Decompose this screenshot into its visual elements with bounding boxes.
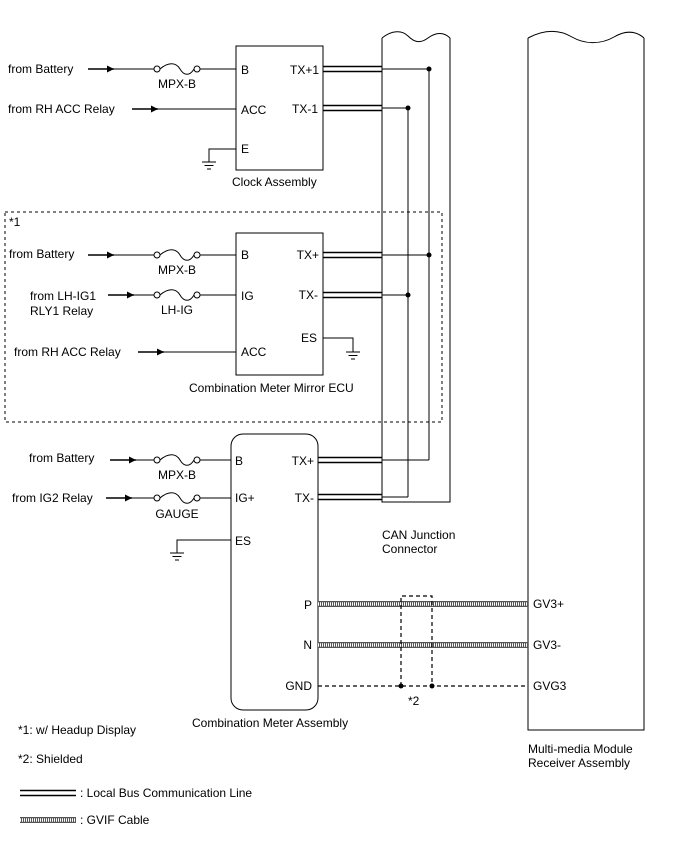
- shield-marker: [398, 595, 435, 689]
- receiver-pin-gv3-minus: GV3-: [533, 638, 561, 652]
- fuse-icon: [153, 249, 201, 261]
- fuse-label-lh-ig: LH-IG: [161, 303, 193, 317]
- can-junction-label-line2: Connector: [382, 542, 437, 556]
- mirror-ecu-pin-b: B: [241, 248, 249, 262]
- receiver-label-line2: Receiver Assembly: [528, 756, 630, 770]
- fuse-label-mpx-b-1: MPX-B: [158, 77, 196, 91]
- legend-local-bus-label: : Local Bus Communication Line: [80, 786, 252, 800]
- clock-assembly-label: Clock Assembly: [232, 175, 317, 189]
- receiver-label-line1: Multi-media Module: [528, 742, 633, 756]
- meter-pin-tx-minus: TX-: [295, 491, 314, 505]
- fuse-icon: [153, 492, 201, 504]
- mirror-ecu-pin-tx-plus: TX+: [297, 248, 319, 262]
- clock-pin-e: E: [241, 142, 249, 156]
- ground-icon: [170, 539, 231, 561]
- source-from-battery-2: from Battery: [9, 247, 74, 261]
- receiver-pin-gvg3: GVG3: [533, 679, 567, 693]
- meter-pin-n: N: [303, 638, 312, 652]
- clock-pin-b: B: [241, 63, 249, 77]
- fuse-icon: [153, 289, 201, 301]
- fuse-label-gauge: GAUGE: [155, 507, 198, 521]
- combination-meter-box: [230, 433, 319, 711]
- source-from-lh-ig1-line1: from LH-IG1: [30, 289, 96, 303]
- legend-local-bus-symbol: [20, 789, 76, 797]
- meter-pin-gnd: GND: [285, 679, 312, 693]
- combination-meter-label: Combination Meter Assembly: [192, 716, 348, 730]
- fuse-icon: [153, 454, 201, 466]
- headup-display-option-frame: [4, 211, 443, 423]
- receiver-assembly-box: [527, 31, 645, 731]
- meter-pin-tx-plus: TX+: [292, 454, 314, 468]
- mirror-ecu-pin-tx-minus: TX-: [299, 288, 318, 302]
- note-shielded: *2: Shielded: [18, 752, 83, 766]
- ground-icon: [323, 337, 360, 360]
- clock-pin-tx-plus: TX+1: [290, 63, 319, 77]
- fuse-label-mpx-b-2: MPX-B: [158, 263, 196, 277]
- clock-assembly-box: [235, 45, 324, 171]
- meter-pin-b: B: [235, 454, 243, 468]
- local-bus-clock: [323, 65, 382, 112]
- can-junction-internal-wiring: [382, 66, 432, 498]
- local-bus-mirror-ecu: [323, 251, 382, 299]
- mirror-ecu-marker: *1: [9, 215, 21, 229]
- source-from-lh-ig1-line2: RLY1 Relay: [30, 304, 93, 318]
- source-from-battery-1: from Battery: [8, 62, 73, 76]
- clock-pin-tx-minus: TX-1: [292, 102, 318, 116]
- fuse-label-mpx-b-3: MPX-B: [158, 468, 196, 482]
- legend-gvif-label: : GVIF Cable: [80, 813, 150, 827]
- clock-pin-acc: ACC: [241, 103, 267, 117]
- mirror-ecu-box: [235, 232, 324, 376]
- fuse-icon: [153, 63, 201, 75]
- ground-icon: [202, 148, 236, 170]
- local-bus-meter: [318, 456, 382, 501]
- mirror-ecu-pin-acc: ACC: [241, 345, 267, 359]
- source-from-rh-acc-relay-1: from RH ACC Relay: [8, 102, 115, 116]
- meter-pin-es: ES: [235, 534, 251, 548]
- mirror-ecu-pin-es: ES: [301, 331, 317, 345]
- can-junction-connector: [381, 31, 451, 503]
- can-junction-label-line1: CAN Junction: [382, 528, 455, 542]
- mirror-ecu-label: Combination Meter Mirror ECU: [189, 381, 354, 395]
- source-from-battery-3: from Battery: [29, 451, 94, 465]
- mirror-ecu-pin-ig: IG: [241, 289, 254, 303]
- meter-pin-ig-plus: IG+: [235, 491, 255, 505]
- source-from-rh-acc-relay-2: from RH ACC Relay: [14, 345, 121, 359]
- receiver-pin-gv3-plus: GV3+: [533, 597, 564, 611]
- note-headup-display: *1: w/ Headup Display: [18, 723, 136, 737]
- meter-pin-p: P: [304, 598, 312, 612]
- shield-marker-label: *2: [408, 694, 420, 708]
- source-from-ig2-relay: from IG2 Relay: [12, 491, 93, 505]
